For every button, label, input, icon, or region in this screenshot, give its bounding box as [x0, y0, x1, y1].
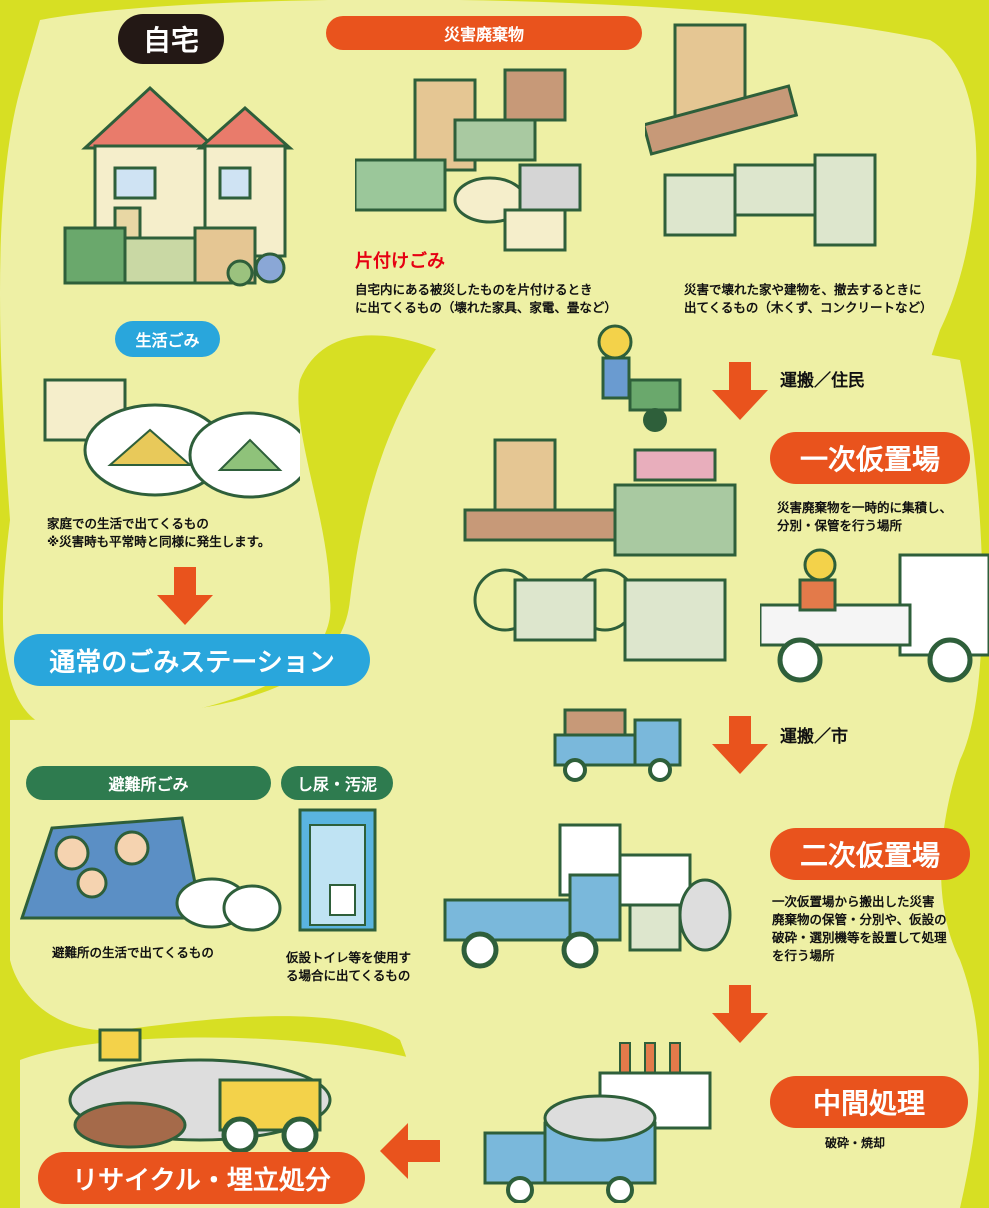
secondary-yard-desc-1: 一次仮置場から搬出した災害 [772, 894, 935, 909]
sewage-sludge-desc-2: る場合に出てくるもの [286, 968, 411, 983]
intermediate-processing-desc: 破砕・焼却 [825, 1136, 886, 1150]
final-disposal-illustration [68, 1028, 332, 1154]
household-desc-1: 家庭での生活で出てくるもの [47, 516, 209, 531]
primary-yard-illustration [463, 438, 737, 662]
cleanup-waste-title: 片付けごみ [355, 251, 445, 272]
cleanup-waste-desc-1: 自宅内にある被災したものを片付けるとき [355, 282, 593, 297]
primary-yard-desc-2: 分別・保管を行う場所 [777, 518, 903, 533]
intermediate-facility-illustration [483, 1042, 712, 1203]
intermediate-processing-label: 中間処理 [770, 1076, 968, 1128]
demolition-debris-illustration [645, 23, 877, 247]
shelter-waste-label: 避難所ごみ [26, 766, 271, 800]
cleanup-waste-illustration [355, 68, 582, 252]
sorting-truck-illustration [760, 548, 989, 683]
demolition-waste-desc-2: 出てくるもの（木くず、コンクリートなど） [684, 300, 933, 315]
disaster-waste-label: 災害廃棄物 [326, 16, 642, 50]
secondary-yard-illustration [443, 823, 732, 969]
recycle-landfill-label: リサイクル・埋立処分 [38, 1152, 365, 1204]
sewage-sludge-label: し尿・汚泥 [281, 766, 393, 800]
shelter-garbage-illustration [19, 816, 282, 932]
home-label: 自宅 [118, 14, 224, 64]
transport-city-label: 運搬／市 [780, 727, 848, 747]
demolition-waste-desc-1: 災害で壊れた家や建物を、撤去するときに [684, 282, 922, 297]
primary-yard-desc-1: 災害廃棄物を一時的に集積し、 [777, 500, 953, 515]
household-waste-label: 生活ごみ [115, 321, 220, 357]
secondary-yard-label: 二次仮置場 [770, 828, 970, 880]
sewage-sludge-desc-1: 仮設トイレ等を使用す [286, 950, 412, 965]
secondary-yard-desc-4: を行う場所 [772, 948, 835, 963]
damaged-house-illustration [63, 85, 294, 287]
household-garbage-illustration [43, 378, 300, 499]
shelter-waste-desc: 避難所の生活で出てくるもの [52, 945, 214, 960]
secondary-yard-desc-2: 廃棄物の保管・分別や、仮設の [772, 912, 947, 927]
cleanup-waste-desc-2: に出てくるもの（壊れた家具、家電、畳など） [355, 300, 617, 315]
secondary-yard-desc-3: 破砕・選別機等を設置して処理 [772, 930, 947, 945]
resident-worker-illustration [597, 324, 682, 432]
primary-yard-label: 一次仮置場 [770, 432, 970, 484]
transport-residents-label: 運搬／住民 [780, 371, 865, 391]
transport-truck-illustration [553, 708, 682, 782]
normal-garbage-station-label: 通常のごみステーション [14, 634, 370, 686]
household-desc-2: ※災害時も平常時と同様に発生します。 [47, 534, 271, 549]
temporary-toilet-illustration [298, 808, 377, 932]
